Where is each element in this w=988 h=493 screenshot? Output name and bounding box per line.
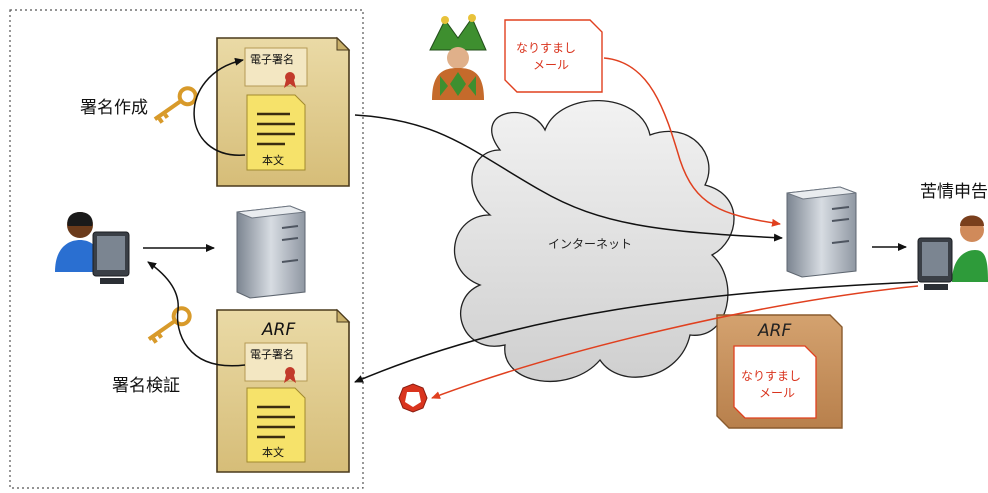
user-at-computer-icon [917, 215, 988, 290]
stop-sign-icon [398, 383, 428, 413]
arf-report-path [354, 281, 919, 383]
user-at-computer-icon [55, 212, 130, 284]
spoof-mail-note: なりすまし メール [504, 19, 603, 93]
signed-mail-document: 電子署名 本文 [216, 36, 351, 187]
spoof-note-line2: メール [533, 58, 569, 72]
cert-label-bottom: 電子署名 [250, 347, 294, 361]
ribbon-seal-icon [284, 72, 296, 88]
key-icon [147, 306, 192, 344]
reject-path [431, 285, 919, 399]
ribbon-seal-icon [284, 367, 296, 383]
sign-loop-arrow [193, 57, 246, 156]
arf-report-document: ARF 電子署名 本文 [216, 308, 351, 473]
spoof-mail-path [603, 57, 781, 227]
server-icon [786, 186, 857, 278]
arf-forward-header: ARF [757, 321, 791, 341]
sign-verify-label: 署名検証 [112, 376, 180, 396]
arf-forward-line1: なりすまし [741, 369, 801, 383]
body-label-bottom: 本文 [262, 445, 284, 459]
arf-header-bottom: ARF [261, 320, 295, 340]
key-icon [153, 86, 198, 124]
body-label-top: 本文 [262, 153, 284, 167]
arf-forward-bundle: ARF なりすまし メール [716, 314, 843, 429]
spoof-note-line1: なりすまし [516, 41, 576, 55]
sender-domain-boundary [9, 9, 364, 489]
verify-loop-arrow [147, 261, 246, 367]
internet-cloud: インターネット [453, 100, 735, 382]
cert-label-top: 電子署名 [250, 52, 294, 66]
complaint-label: 苦情申告 [920, 182, 988, 202]
internet-label: インターネット [548, 237, 632, 251]
sign-create-label: 署名作成 [80, 98, 148, 118]
arf-forward-line2: メール [759, 386, 795, 400]
legit-mail-path [354, 114, 783, 242]
jester-icon [429, 14, 487, 100]
server-icon [236, 205, 306, 299]
